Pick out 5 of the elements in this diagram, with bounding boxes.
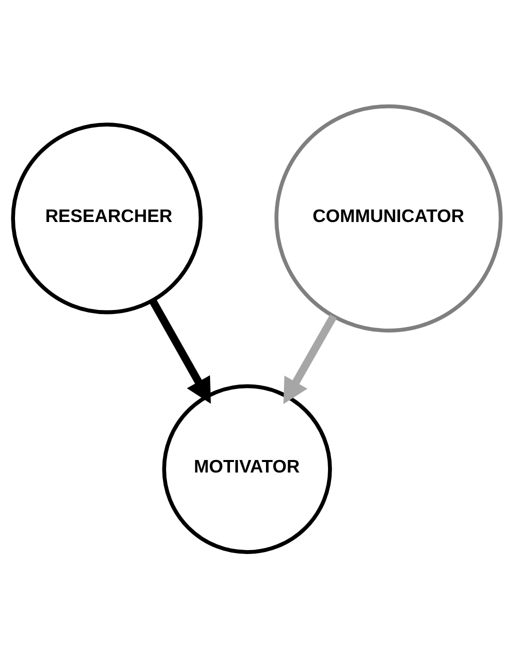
node-circle: COMMUNICATOR (274, 104, 503, 332)
arrow (283, 314, 337, 404)
node-circle: MOTIVATOR (162, 384, 332, 554)
arrow (149, 298, 211, 404)
node-circle: RESEARCHER (11, 122, 203, 314)
